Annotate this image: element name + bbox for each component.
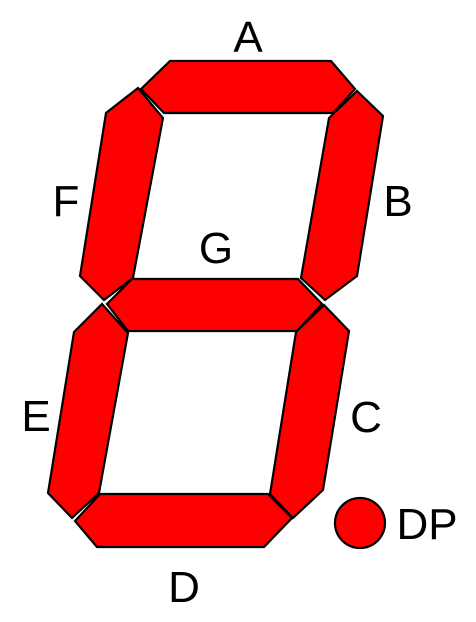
segment-b-label: B — [383, 177, 412, 226]
segment-d-label: D — [168, 563, 200, 612]
segment-c-label: C — [350, 393, 382, 442]
decimal-point-label: DP — [396, 500, 457, 549]
segment-e-label: E — [21, 392, 50, 441]
segment-a-label: A — [233, 13, 263, 62]
segment-g — [105, 277, 324, 333]
segment-c — [268, 303, 351, 520]
segment-e — [46, 302, 130, 520]
segment-f — [78, 86, 165, 302]
decimal-point — [333, 496, 387, 550]
segment-a — [139, 59, 357, 115]
segment-d — [73, 492, 294, 549]
segment-g-label: G — [199, 224, 233, 273]
segment-f-label: F — [53, 177, 80, 226]
segment-b — [299, 89, 385, 302]
